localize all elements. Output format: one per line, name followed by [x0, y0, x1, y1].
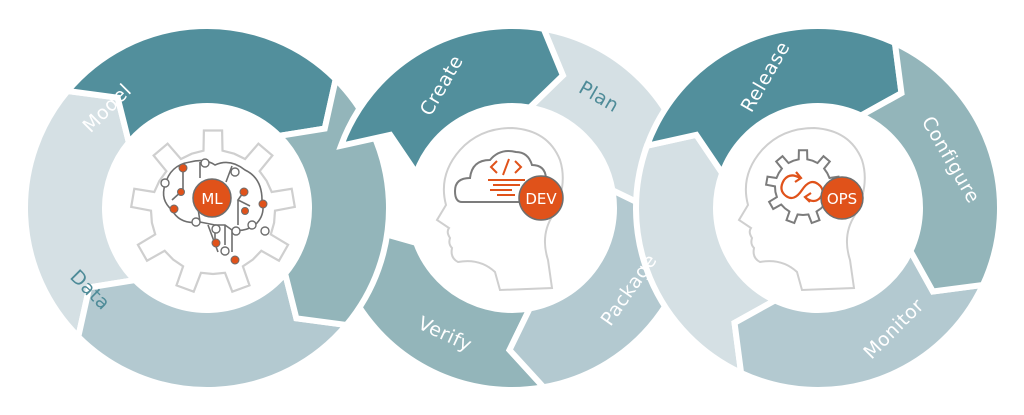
ring-dev-center: DEV: [412, 108, 612, 308]
ring-ops-center: OPS: [718, 108, 918, 308]
code-brackets-icon: [488, 158, 525, 196]
network-nodes: [160, 158, 270, 265]
segment-ops-monitor: [731, 244, 988, 393]
segment-ml-data: [22, 87, 142, 343]
ops-badge: OPS: [820, 176, 864, 220]
segment-dev-create: [336, 23, 567, 180]
segment-ops-arrow-3: [633, 131, 782, 378]
badge-label: ML: [201, 190, 223, 208]
segment-ml-arrow-2: [75, 267, 353, 393]
ring-ml-center: ML: [107, 108, 307, 308]
badge-label: DEV: [525, 190, 557, 208]
dev-badge: DEV: [518, 175, 564, 221]
segment-ops-configure: [854, 38, 1003, 295]
centers-layer: ML DEV: [107, 108, 918, 308]
segments-layer: [22, 23, 1003, 393]
badge-label: OPS: [827, 190, 857, 208]
center-disc: [412, 108, 612, 308]
infinity-loop-icon: [780, 171, 824, 203]
gear-outline-icon: [129, 129, 297, 294]
ml-badge: ML: [192, 178, 232, 218]
